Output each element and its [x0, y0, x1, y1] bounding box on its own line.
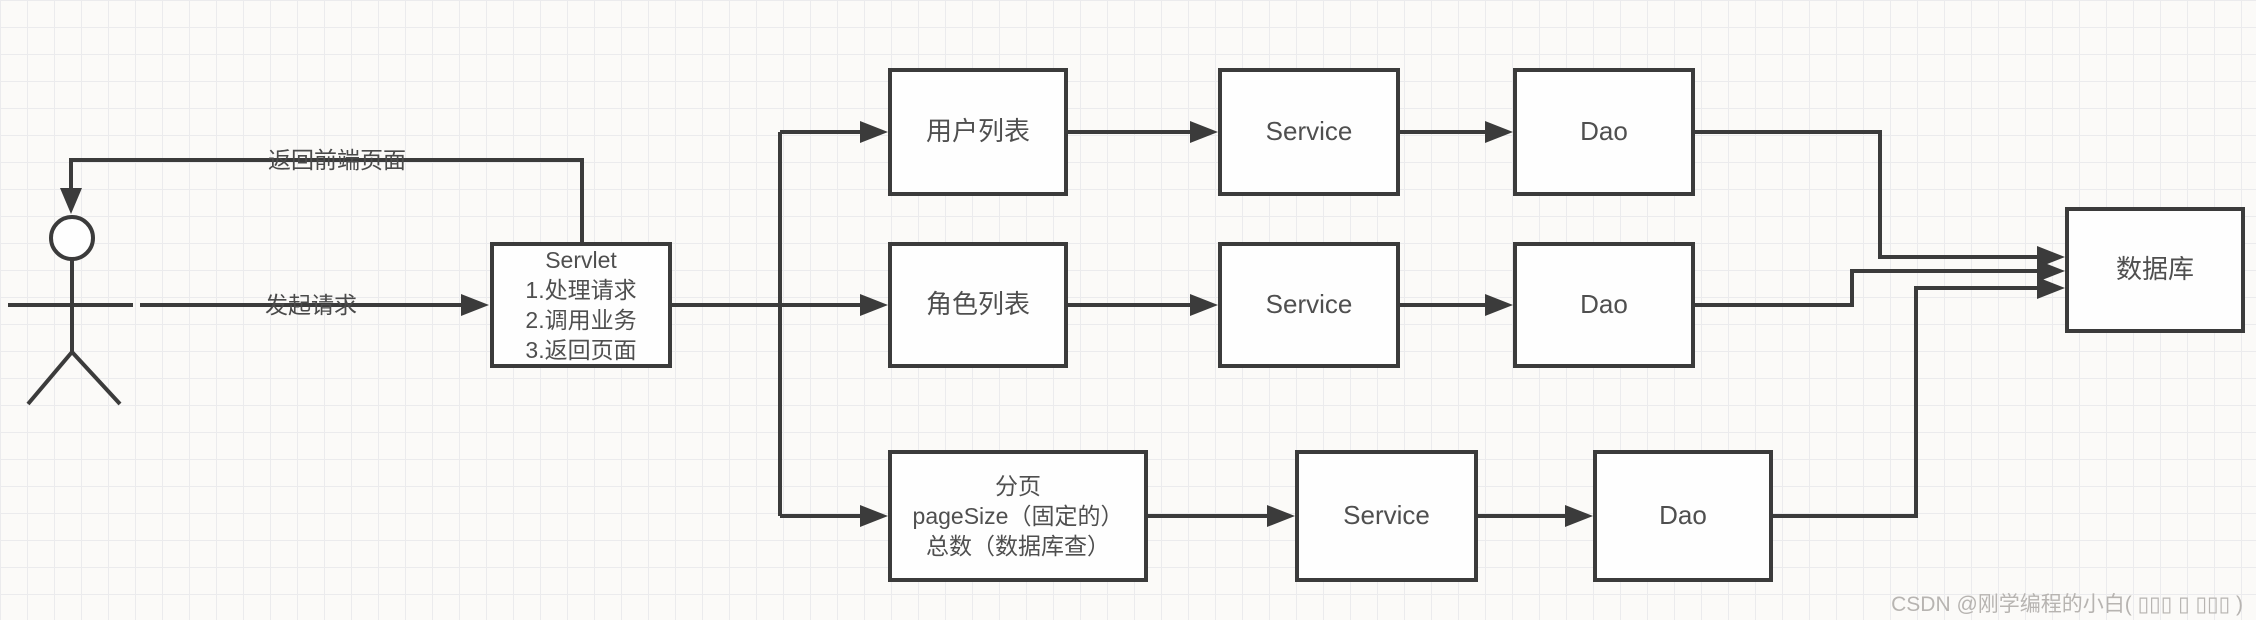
service-3-label: Service — [1343, 500, 1430, 531]
servlet-step-2: 2.调用业务 — [525, 307, 637, 333]
return-arrowhead-icon — [60, 188, 82, 214]
paging-line-1: 分页 — [994, 473, 1041, 499]
node-dao-3: Dao — [1593, 450, 1773, 582]
database-label: 数据库 — [2115, 254, 2194, 285]
paging-line-3: 总数（数据库查） — [925, 533, 1110, 559]
branch-connector — [672, 121, 888, 527]
node-service-1: Service — [1218, 68, 1400, 196]
node-role-list: 角色列表 — [888, 242, 1068, 368]
row3-arrows — [1148, 505, 1593, 527]
database-arrowhead-3-icon — [2037, 277, 2065, 299]
dao3-arrowhead-icon — [1565, 505, 1593, 527]
dao3-to-database-line — [1773, 286, 2037, 518]
dao-1-label: Dao — [1580, 116, 1628, 147]
stick-figure-icon — [26, 215, 122, 406]
return-arrow — [60, 158, 584, 242]
node-dao-2: Dao — [1513, 242, 1695, 368]
stick-figure-head — [49, 215, 95, 261]
dao-2-label: Dao — [1580, 289, 1628, 320]
row2-arrows — [1068, 294, 1513, 316]
return-arrow-line — [69, 158, 584, 242]
database-arrowhead-1-icon — [2037, 246, 2065, 268]
request-arrow — [8, 294, 489, 316]
dao-3-label: Dao — [1659, 500, 1707, 531]
service2-arrowhead-icon — [1190, 294, 1218, 316]
user-list-arrowhead-icon — [860, 121, 888, 143]
dao2-to-database-line — [1695, 269, 2037, 307]
service-1-label: Service — [1265, 116, 1353, 147]
servlet-step-3: 3.返回页面 — [525, 337, 637, 363]
dao1-to-database-line — [1695, 130, 2037, 259]
dao2-arrowhead-icon — [1485, 294, 1513, 316]
role-list-arrowhead-icon — [860, 294, 888, 316]
node-database: 数据库 — [2065, 207, 2245, 333]
stick-figure-leg-right — [70, 350, 122, 406]
node-servlet: Servlet 1.处理请求 2.调用业务 3.返回页面 — [490, 242, 672, 368]
servlet-title: Servlet — [545, 247, 617, 273]
node-dao-1: Dao — [1513, 68, 1695, 196]
service3-arrowhead-icon — [1267, 505, 1295, 527]
servlet-text: Servlet 1.处理请求 2.调用业务 3.返回页面 — [525, 245, 636, 365]
dao-to-database-arrows — [1695, 130, 2065, 518]
service1-arrowhead-icon — [1190, 121, 1218, 143]
user-list-label: 用户列表 — [925, 116, 1030, 147]
node-service-2: Service — [1218, 242, 1400, 368]
paging-text: 分页 pageSize（固定的） 总数（数据库查） — [913, 471, 1124, 561]
request-edge-label: 发起请求 — [265, 292, 357, 318]
servlet-step-1: 1.处理请求 — [525, 277, 637, 303]
paging-arrowhead-icon — [860, 505, 888, 527]
row1-arrows — [1068, 121, 1513, 143]
csdn-watermark: CSDN @刚学编程的小白( ▯▯▯ ▯ ▯▯▯ ) — [1891, 593, 2243, 616]
stick-figure-leg-left — [26, 350, 74, 406]
node-paging: 分页 pageSize（固定的） 总数（数据库查） — [888, 450, 1148, 582]
return-edge-label: 返回前端页面 — [268, 147, 406, 173]
request-arrowhead-icon — [461, 294, 489, 316]
database-arrowhead-2-icon — [2037, 260, 2065, 282]
service-2-label: Service — [1265, 289, 1353, 320]
role-list-label: 角色列表 — [925, 289, 1030, 320]
node-service-3: Service — [1295, 450, 1478, 582]
dao1-arrowhead-icon — [1485, 121, 1513, 143]
node-user-list: 用户列表 — [888, 68, 1068, 196]
paging-line-2: pageSize（固定的） — [912, 503, 1124, 529]
